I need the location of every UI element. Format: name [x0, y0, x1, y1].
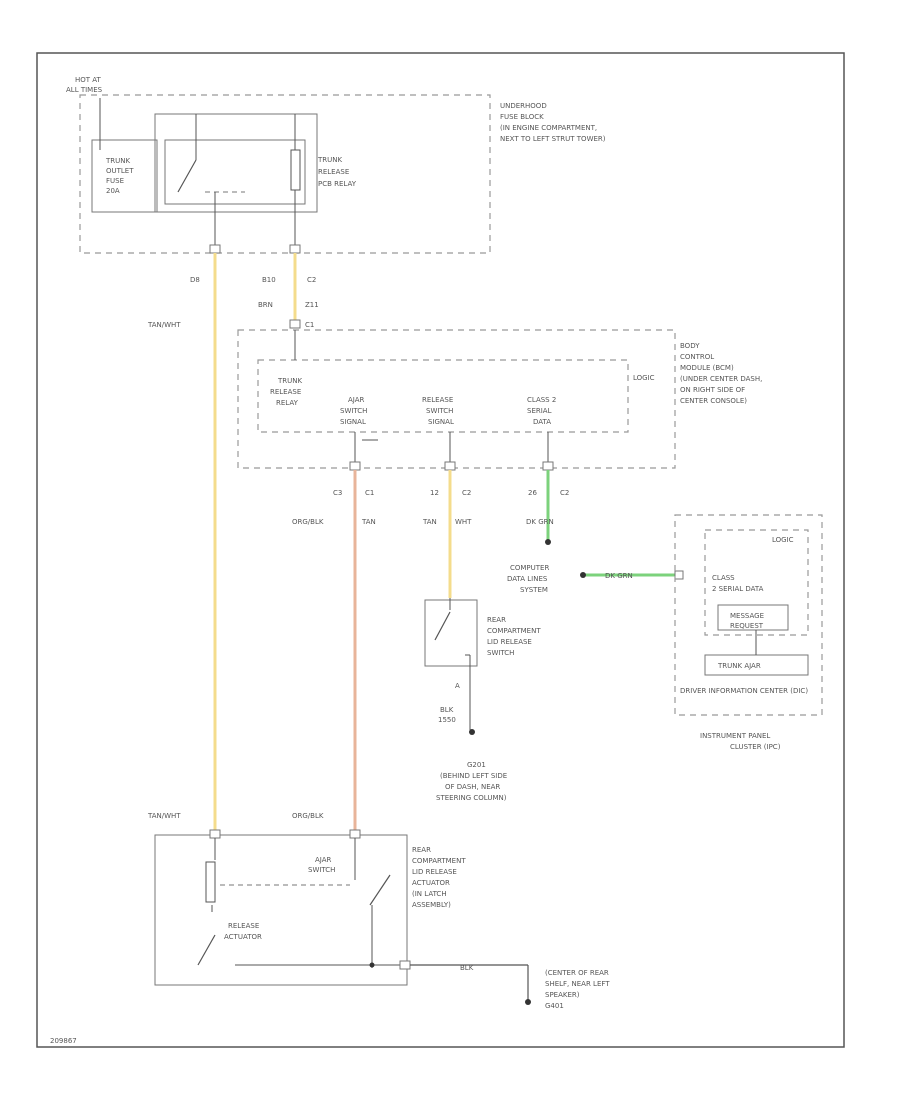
hot-at-label: HOT AT: [75, 76, 102, 84]
diagram-id: 209867: [50, 1037, 77, 1045]
rear-switch-box: [424, 599, 478, 667]
pin-b10: B10: [262, 276, 276, 284]
wire-tan-wht-label: TAN/WHT: [147, 321, 181, 329]
ipc-box: [674, 514, 823, 716]
actuator-box: [154, 834, 408, 986]
pin-c2b: C2: [462, 489, 471, 497]
pin-c2c: C2: [560, 489, 569, 497]
wire-tan-wht-bottom-label: TAN/WHT: [147, 812, 181, 820]
outer-frame: [36, 52, 845, 1048]
pin-c2a: C2: [307, 276, 316, 284]
fuse-block-box: [79, 94, 491, 254]
pin-26: 26: [528, 489, 537, 497]
wire-dk-grn-label: DK GRN: [526, 518, 554, 526]
pin-z11: Z11: [305, 301, 319, 309]
wire-org-blk-bottom-label: ORG/BLK: [292, 812, 324, 820]
wire-tan-wht3-label: WHT: [455, 518, 472, 526]
pin-c3: C3: [333, 489, 342, 497]
wire-dk-grn2-label: DK GRN: [605, 572, 633, 580]
pin-d8: D8: [190, 276, 200, 284]
bcm-logic-label: LOGIC: [633, 374, 655, 382]
pin-a: A: [455, 682, 460, 690]
wire-brn-label: BRN: [258, 301, 273, 309]
dic-label: DRIVER INFORMATION CENTER (DIC): [680, 687, 808, 695]
wire-tan-label: TAN: [361, 518, 376, 526]
wire-tan-wht2-label: TAN: [422, 518, 437, 526]
ipc-logic-label: LOGIC: [772, 536, 794, 544]
bcm-logic-box: [257, 359, 629, 433]
wire-org-blk-label: ORG/BLK: [292, 518, 324, 526]
trunk-ajar-label: TRUNK AJAR: [717, 662, 761, 670]
wire-blk-bottom-label: BLK: [460, 964, 474, 972]
wire-blk-num: 1550: [438, 716, 456, 724]
pcb-relay-box: [154, 113, 318, 213]
wire-blk-label: BLK: [440, 706, 454, 714]
fuse-box: [91, 139, 158, 213]
hot-at-sub-label: ALL TIMES: [66, 86, 103, 94]
pin-c1b: C1: [365, 489, 374, 497]
bcm-box: [237, 329, 676, 469]
ipc-logic-box: [704, 529, 809, 636]
pin-c1: C1: [305, 321, 314, 329]
pin-12: 12: [430, 489, 439, 497]
